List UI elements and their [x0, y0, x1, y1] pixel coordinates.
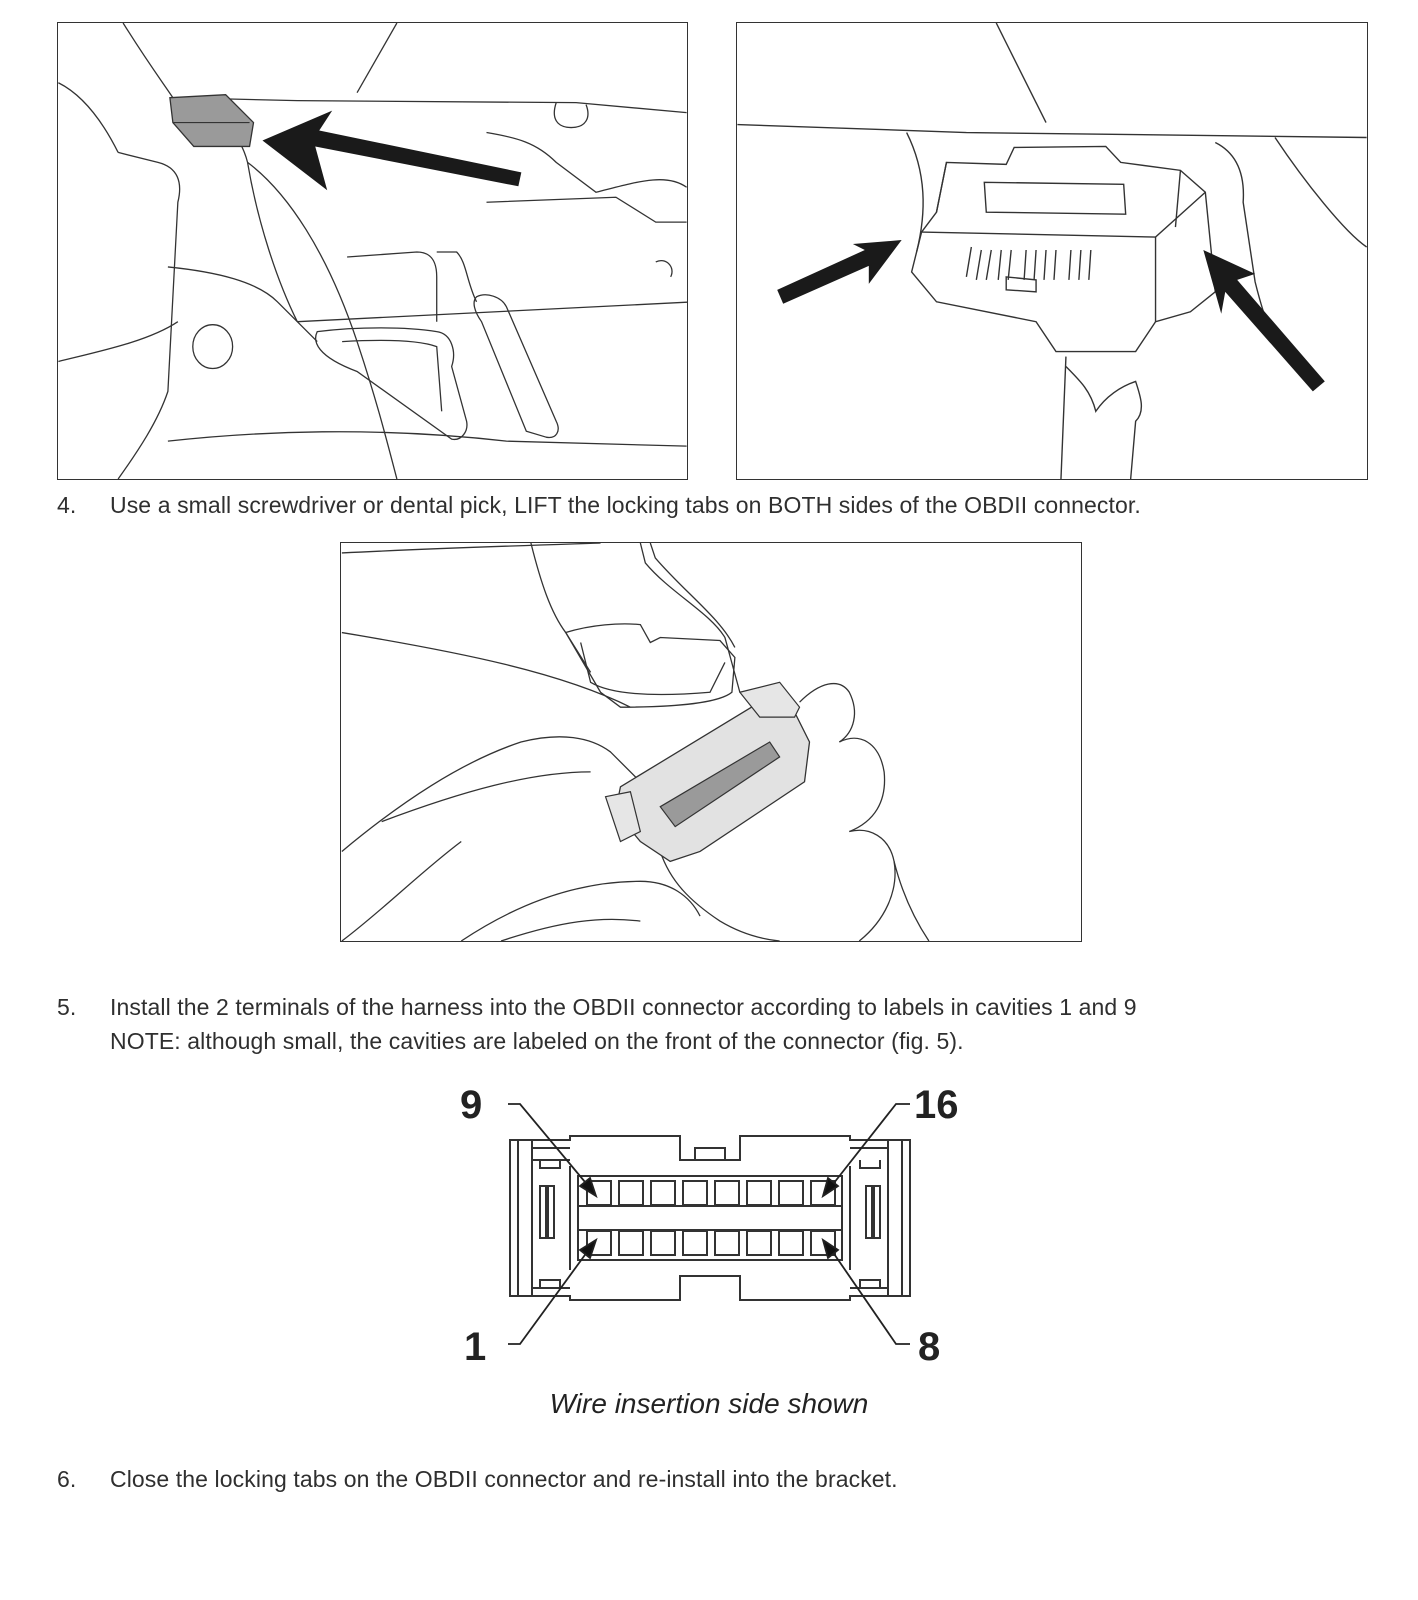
step-5: 5. Install the 2 terminals of the harnes…: [57, 990, 1397, 1060]
pinout-svg: 9 16 1 8: [460, 1083, 959, 1369]
figure-locking-tabs: [736, 22, 1368, 480]
arrow-left-icon: [777, 240, 902, 304]
illustration-hands-connector: [341, 543, 930, 941]
pin-leader-arrows: [508, 1103, 910, 1345]
pin-label-1: 1: [464, 1325, 486, 1369]
obd-port-highlight: [169, 94, 255, 148]
obd-pinout-diagram: 9 16 1 8: [440, 1078, 1000, 1378]
step-text: Close the locking tabs on the OBDII conn…: [110, 1466, 898, 1492]
step-text-line1: Install the 2 terminals of the harness i…: [110, 994, 1137, 1020]
arrow-icon: [262, 110, 522, 191]
step-number: 4.: [57, 492, 77, 518]
illustration-obd-connector: [737, 23, 1367, 479]
step-text: Use a small screwdriver or dental pick, …: [110, 492, 1141, 518]
pin-cavities: [586, 1180, 836, 1256]
pin-label-8: 8: [918, 1325, 940, 1369]
step-text-line2: NOTE: although small, the cavities are l…: [110, 1028, 964, 1054]
step-number: 5.: [57, 994, 77, 1020]
pin-label-16: 16: [914, 1083, 959, 1127]
pin-label-9: 9: [460, 1083, 482, 1127]
illustration-pedal-area: [58, 23, 687, 479]
step-6: 6. Close the locking tabs on the OBDII c…: [57, 1462, 1397, 1498]
step-4: 4. Use a small screwdriver or dental pic…: [57, 488, 1397, 524]
arrow-right-icon: [1203, 250, 1325, 392]
obd-connector-in-hand: [604, 681, 811, 863]
figure-lift-tabs: [340, 542, 1082, 942]
step-number: 6.: [57, 1466, 77, 1492]
figure-obd-location: [57, 22, 688, 480]
diagram-caption: Wire insertion side shown: [549, 1388, 869, 1419]
